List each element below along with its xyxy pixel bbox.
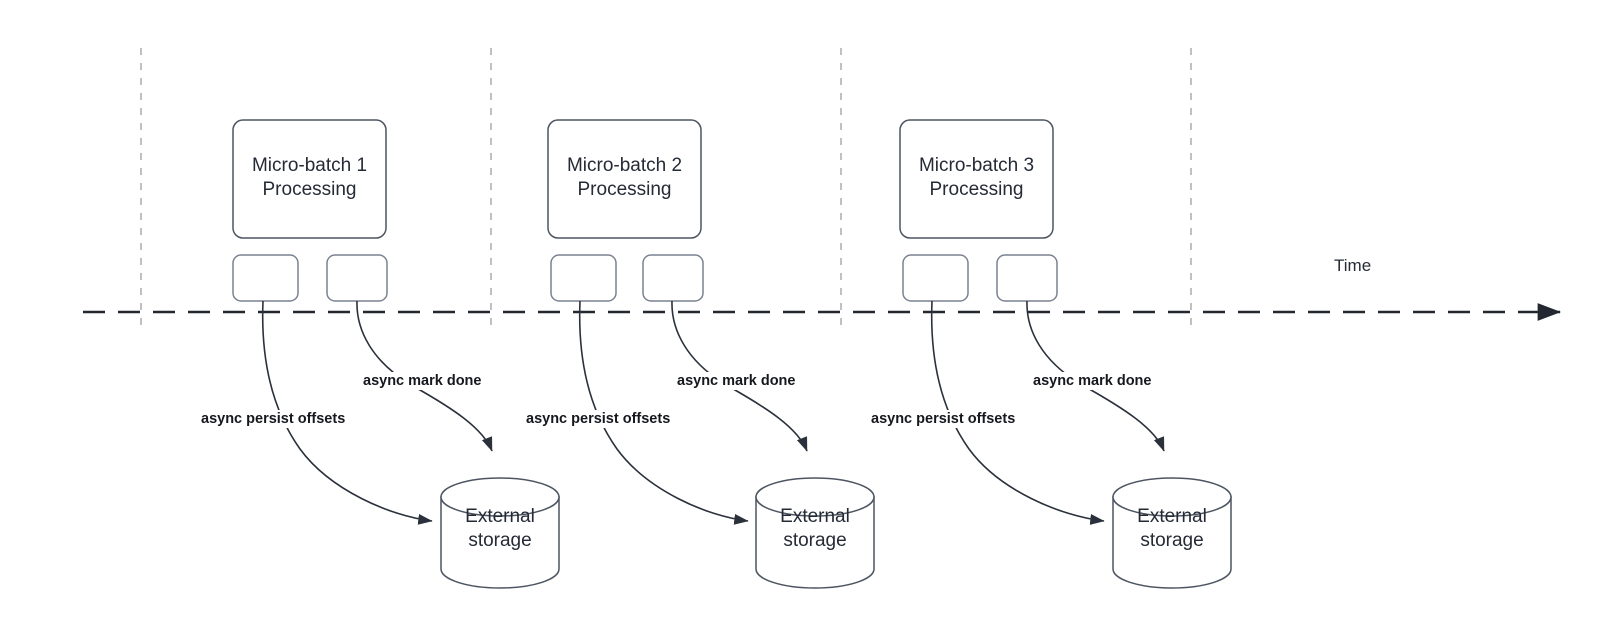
- micro-batch-1-box[interactable]: [232, 119, 387, 239]
- async-mark-done-label-1: async mark done: [361, 372, 484, 390]
- group-micro-batch-2: [547, 119, 875, 589]
- async-mark-done-label-2: async mark done: [675, 372, 798, 390]
- time-axis-label: Time: [1334, 256, 1372, 275]
- micro-batch-3-persist-arrow: [930, 300, 1105, 525]
- async-persist-offsets-label-2: async persist offsets: [524, 410, 673, 428]
- micro-batch-3-task-a[interactable]: [902, 254, 969, 302]
- micro-batch-1-task-b[interactable]: [326, 254, 388, 302]
- micro-batch-1-task-a[interactable]: [232, 254, 299, 302]
- micro-batch-3-external-storage[interactable]: [1112, 477, 1232, 589]
- micro-batch-2-task-a[interactable]: [550, 254, 617, 302]
- micro-batch-3-task-b[interactable]: [996, 254, 1058, 302]
- timeline-tick-lines: [140, 48, 1192, 330]
- micro-batch-1-persist-arrow: [261, 300, 433, 525]
- micro-batch-2-persist-arrow: [578, 300, 749, 525]
- micro-batch-1-external-storage[interactable]: [440, 477, 560, 589]
- group-micro-batch-1: [232, 119, 560, 589]
- group-micro-batch-3: [899, 119, 1232, 589]
- async-mark-done-label-3: async mark done: [1031, 372, 1154, 390]
- micro-batch-3-box[interactable]: [899, 119, 1054, 239]
- micro-batch-2-external-storage[interactable]: [755, 477, 875, 589]
- async-persist-offsets-label-3: async persist offsets: [869, 410, 1018, 428]
- micro-batch-2-box[interactable]: [547, 119, 702, 239]
- async-persist-offsets-label-1: async persist offsets: [199, 410, 348, 428]
- micro-batch-2-task-b[interactable]: [642, 254, 704, 302]
